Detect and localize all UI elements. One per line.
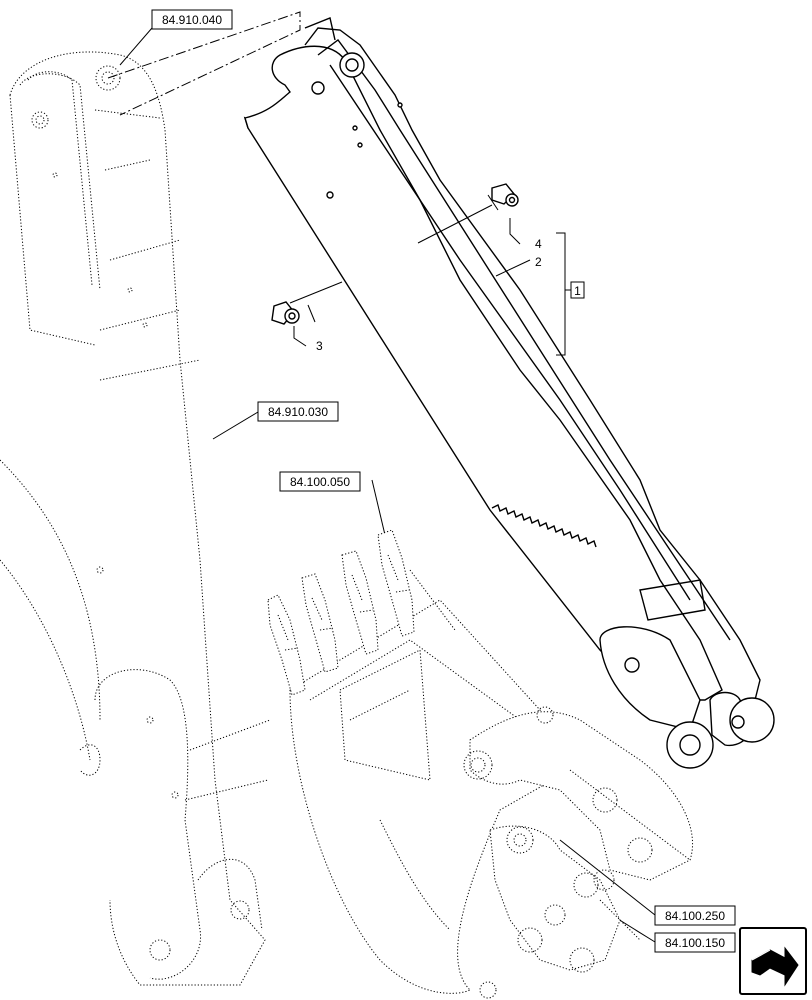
ref-top-left-label: 84.910.040 [162,13,222,27]
ref-teeth[interactable]: 84.100.050 [279,471,361,492]
ref-boom[interactable]: 84.910.030 [257,401,339,422]
ref-top-left[interactable]: 84.910.040 [151,9,233,30]
callout-4-label: 4 [535,237,542,251]
alignment-line [107,11,301,116]
grease-fitting-3 [271,301,300,325]
tooth-4 [377,529,415,637]
tooth-2 [301,573,339,673]
boom-outline-dotted [0,51,271,986]
bucket-teeth [267,529,415,696]
callout-1-label: 1 [574,284,581,298]
callout-2-label: 2 [535,255,542,269]
tooth-3 [341,550,379,655]
leader-lines [119,27,656,943]
callout-1: 1 [570,281,585,299]
bucket-dotted [289,569,694,999]
next-page-arrow-icon[interactable] [739,927,807,995]
ref-linkage-lower[interactable]: 84.100.150 [654,932,736,953]
ref-boom-label: 84.910.030 [268,405,328,419]
ref-teeth-label: 84.100.050 [290,475,350,489]
grease-fitting-4 [491,183,519,207]
ref-linkage-upper-label: 84.100.250 [665,909,725,923]
tooth-1 [267,594,306,696]
ref-linkage-upper[interactable]: 84.100.250 [654,905,736,926]
ref-linkage-lower-label: 84.100.150 [665,936,725,950]
dipper-arm [243,17,775,769]
callout-3-label: 3 [316,339,323,353]
